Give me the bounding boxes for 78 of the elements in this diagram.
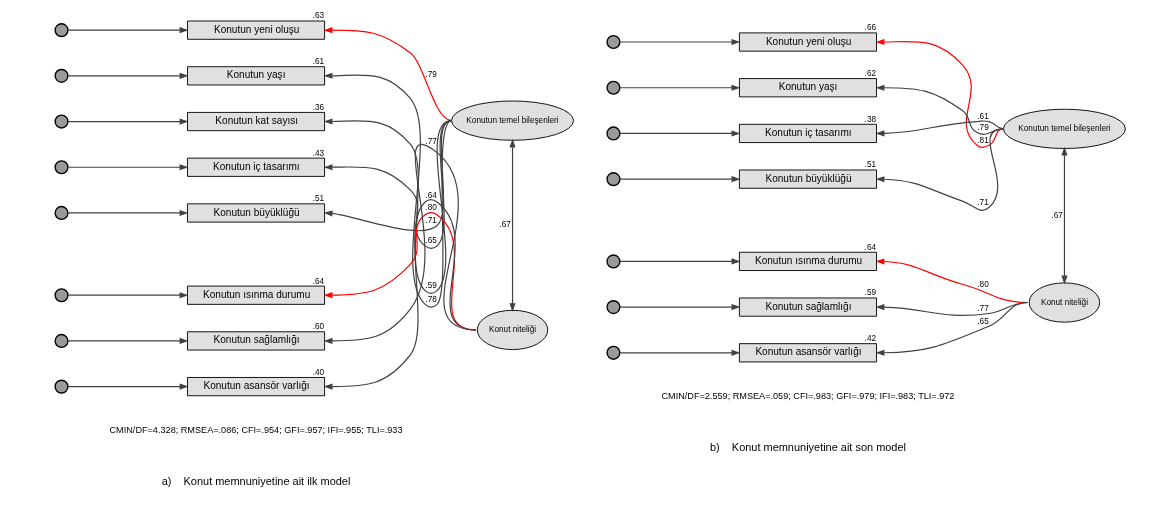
node-label: .38 [864,114,876,124]
arrow [323,118,452,294]
node-label: .60 [312,322,324,332]
edge-label: .80 [976,280,989,290]
edge-label: .65 [424,236,437,246]
node-ellipse: Konut niteliği [1028,282,1100,323]
arrow [618,176,740,183]
node-label: .51 [864,160,876,170]
arrow [323,198,477,390]
node-ellipse: Konutun temel bileşenleri [450,100,574,141]
node-circle [605,34,621,50]
node-circle [53,288,69,303]
label: b) Konut memnuniyetine ait son model [709,440,906,453]
edge-label: .77 [424,136,437,146]
arrow [67,72,188,79]
edge-label: .61 [976,111,989,121]
arrow [875,128,1004,211]
arrow [323,27,452,122]
node-circle [53,114,69,129]
node-label: .64 [312,276,324,286]
node-label: .62 [864,69,876,79]
label: CMIN/DF=4.328; RMSEA=.086; CFI=.954; GFI=.957; IFI=.955; TLI=.933 [109,424,403,435]
edge-label: .80 [424,203,437,213]
node-label: .43 [312,148,324,158]
node-circle [605,345,621,360]
node-circle [53,68,69,83]
node-label: .51 [312,194,324,204]
edge-label: .79 [424,69,437,79]
arrow [323,72,452,308]
arrow [875,301,1028,356]
label: a) Konut memnuniyetine ait ilk model [161,474,350,487]
arrow [1060,146,1068,285]
node-circle [605,172,621,187]
arrow [618,349,740,356]
node-label: .61 [312,57,324,67]
edge-label: .78 [424,294,437,304]
edge-label: .81 [976,135,989,145]
arrow [67,337,188,344]
arrow [67,383,188,390]
edge-label: .67 [499,220,511,230]
node-circle [53,160,69,175]
edge-label: .77 [976,303,989,313]
arrow [67,292,188,299]
arrow [67,164,188,171]
node-circle [605,254,621,269]
edge-label: .65 [976,316,989,326]
edge-label: .79 [976,122,989,132]
node-label: .40 [312,367,324,377]
node-ellipse: Konutun temel bileşenleri [1002,108,1126,149]
node-ellipse: Konut niteliği [476,309,548,351]
arrow [618,130,740,137]
arrow [618,38,740,46]
node-circle [53,379,69,394]
edge-label: .71 [976,197,989,207]
edge-label: .67 [1050,210,1063,220]
arrow [618,304,740,311]
node-circle [53,333,69,348]
node-circle [605,300,621,315]
node-label: .36 [312,102,324,112]
node-label: .59 [864,288,876,298]
node-circle [605,80,621,95]
node-label: .42 [864,334,876,344]
arrow [618,84,740,91]
arrow [67,118,188,125]
node-circle [605,126,621,141]
arrow [67,209,188,217]
edge-label: .64 [424,190,437,200]
edge-label: .71 [424,216,437,226]
node-label: .64 [864,242,876,252]
arrow [508,138,516,313]
arrow [618,258,740,265]
node-circle [53,23,69,38]
node-label: .63 [312,11,324,21]
node-circle [53,205,69,221]
node-label: .66 [864,23,876,33]
edge-label: .59 [424,281,437,291]
arrow [67,27,188,34]
label: CMIN/DF=2.559; RMSEA=.059; CFI=.983; GFI=.979; IFI=.983; TLI=.972 [660,390,954,401]
